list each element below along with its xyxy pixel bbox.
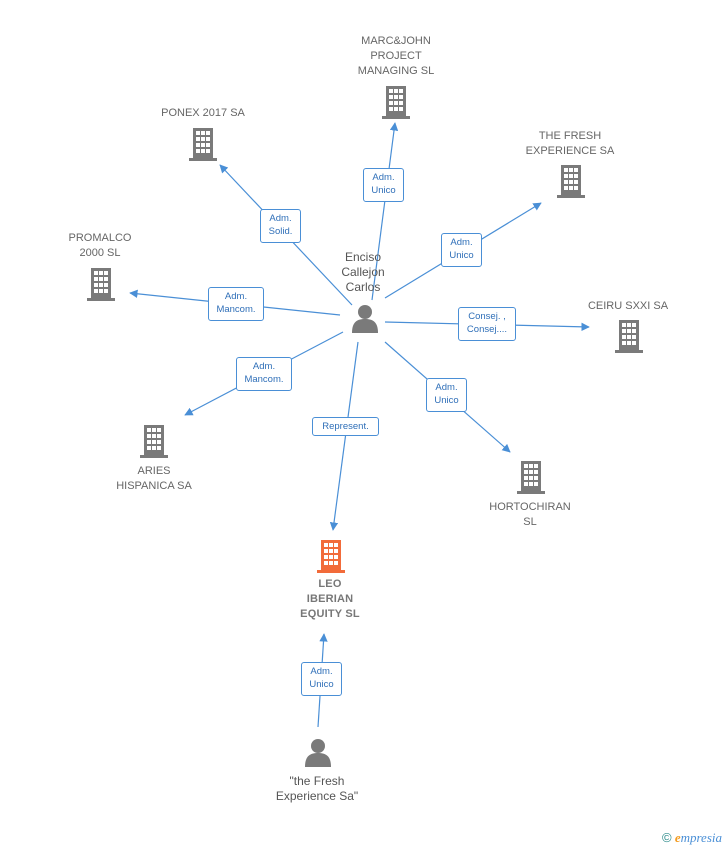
building-icon-promalco[interactable] <box>87 268 115 301</box>
edge-label-marcjohn: Adm. Unico <box>363 168 404 202</box>
node-label-leo[interactable]: LEO IBERIAN EQUITY SL <box>300 578 360 620</box>
edge-line-leo <box>329 341 359 531</box>
node-label-hortochiran[interactable]: HORTOCHIRAN SL <box>489 501 571 528</box>
node-label-ponex[interactable]: PONEX 2017 SA <box>161 107 245 119</box>
node-label-aries[interactable]: ARIES HISPANICA SA <box>116 465 192 492</box>
building-icon-ceiru[interactable] <box>615 320 643 353</box>
edge-label-leo: Represent. <box>312 417 379 436</box>
building-icon-hortochiran[interactable] <box>517 461 545 494</box>
edge-label-fresh: Adm. Unico <box>441 233 482 267</box>
node-label-ceiru[interactable]: CEIRU SXXI SA <box>587 300 669 312</box>
node-label-promalco[interactable]: PROMALCO 2000 SL <box>68 232 132 259</box>
brand-name: mpresia <box>680 830 722 845</box>
node-label-fresh[interactable]: THE FRESH EXPERIENCE SA <box>525 130 615 157</box>
building-icon-ponex[interactable] <box>189 128 217 161</box>
edge-line-marcjohn <box>371 122 399 301</box>
person-icon-main[interactable] <box>352 305 378 333</box>
edge-label-leo-bottom: Adm. Unico <box>301 662 342 696</box>
brand-initial: e <box>674 830 681 845</box>
edge-label-promalco: Adm. Mancom. <box>208 287 264 321</box>
edge-label-aries: Adm. Mancom. <box>236 357 292 391</box>
building-icon-leo[interactable] <box>317 540 345 573</box>
node-label-marcjohn[interactable]: MARC&JOHN PROJECT MANAGING SL <box>357 35 435 77</box>
edge-label-hortochiran: Adm. Unico <box>426 378 467 412</box>
footer-brand: © empresia <box>662 830 722 846</box>
edge-label-ceiru: Consej. , Consej.... <box>458 307 516 341</box>
building-icon-aries[interactable] <box>140 425 168 458</box>
copyright-icon: © <box>661 830 672 845</box>
person-icon-bottom[interactable] <box>305 739 331 767</box>
person-label-bottom[interactable]: "the Fresh Experience Sa" <box>275 774 359 803</box>
person-label-main[interactable]: Enciso Callejon Carlos <box>341 250 385 294</box>
building-icon-fresh[interactable] <box>557 165 585 198</box>
building-icon-marcjohn[interactable] <box>382 86 410 119</box>
edge-label-ponex: Adm. Solid. <box>260 209 301 243</box>
